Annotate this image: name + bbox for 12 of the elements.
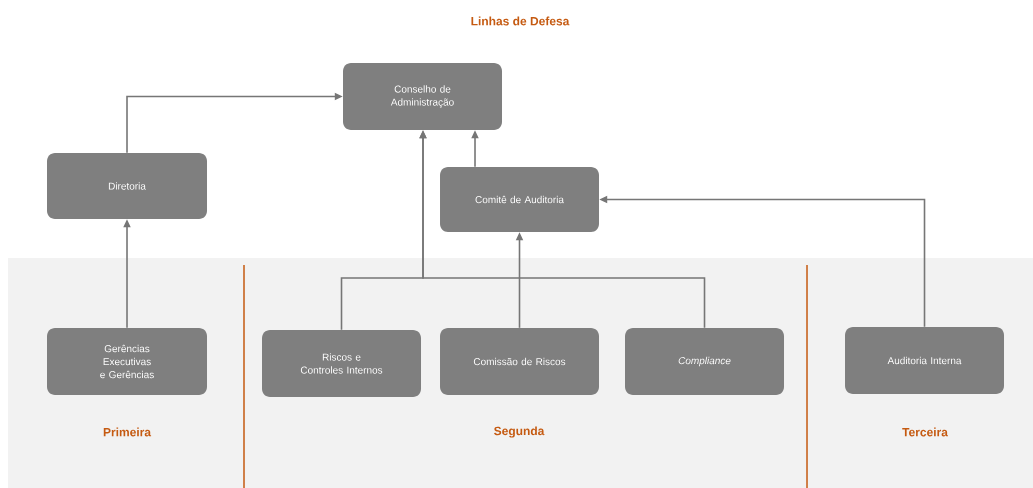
process-box: Comitê de Auditoria <box>440 167 599 232</box>
process-box: Diretoria <box>47 153 207 219</box>
process-box: Auditoria Interna <box>845 327 1004 394</box>
section-label: Terceira <box>902 427 948 437</box>
title: Linhas de Defesa <box>471 16 570 26</box>
process-box: Conselho de Administração <box>343 63 502 130</box>
section-label: Segunda <box>494 426 545 438</box>
process-box: Riscos e Controles Internos <box>262 330 421 397</box>
section-label: Primeira <box>103 427 152 437</box>
process-box: Gerências Executivas e Gerências <box>47 328 207 395</box>
process-box: Comissão de Riscos <box>440 328 599 395</box>
process-box: Compliance <box>625 328 784 395</box>
